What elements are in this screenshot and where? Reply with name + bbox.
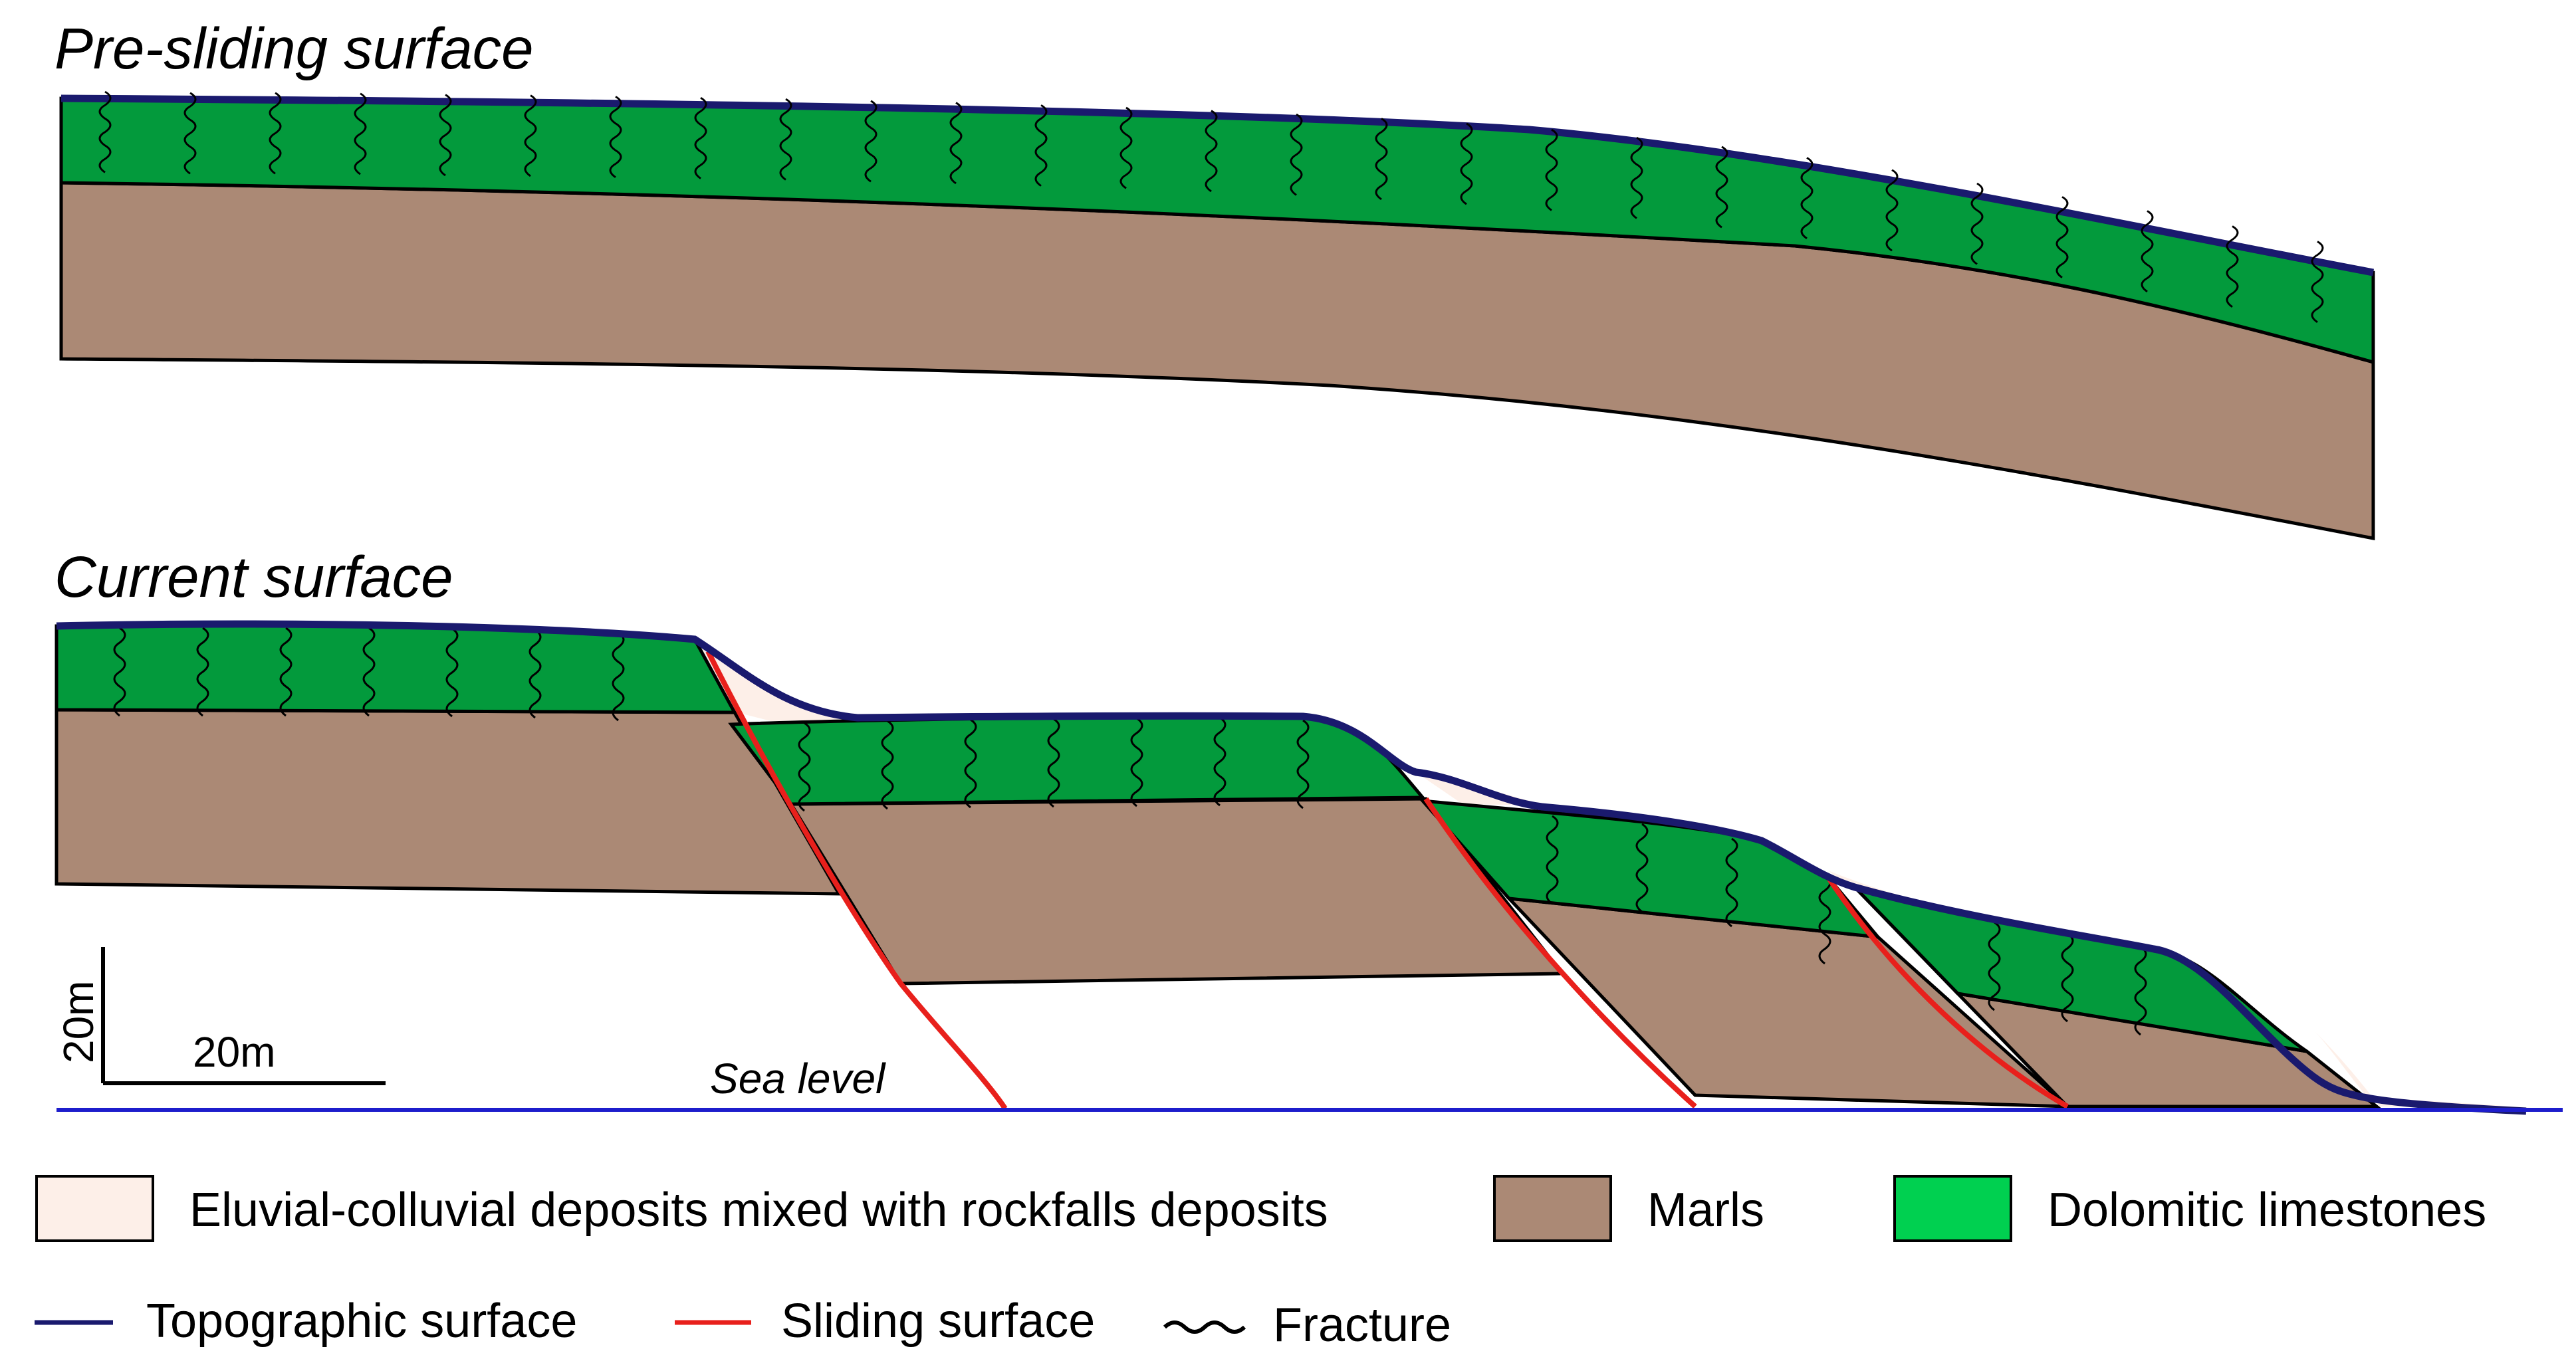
legend-swatch-eluvial [35,1175,154,1242]
sliding-surfaces [705,650,2069,1110]
sliding-surface-1 [705,650,1008,1110]
sea-level-label: Sea level [710,1055,886,1103]
legend-label-topographic: Topographic surface [146,1295,577,1348]
legend-label-eluvial: Eluvial-colluvial deposits mixed with ro… [189,1184,1328,1237]
pre-sliding-section [59,90,2375,541]
legend-fracture-icon [1163,1320,1246,1334]
legend-label-sliding: Sliding surface [781,1295,1095,1348]
topographic-surface-current [56,620,2527,1115]
legend-label-fracture: Fracture [1273,1299,1451,1352]
dolomitic-block-2 [728,714,1427,806]
legend-label-dolomitic: Dolomitic limestones [2048,1184,2486,1237]
topographic-surface-line [60,94,2375,276]
marls-block-1 [55,708,842,896]
legend-swatch-marls [1493,1175,1612,1242]
panel-title-current: Current surface [55,545,453,609]
legend-label-marls: Marls [1647,1184,1764,1237]
current-section: Sea level 20m 20m [55,620,2563,1115]
legend: Eluvial-colluvial deposits mixed with ro… [35,1175,2486,1352]
legend-swatch-dolomitic [1893,1175,2012,1242]
scale-bar: 20m 20m [55,947,386,1085]
sliding-surface-2 [1423,797,1697,1108]
scale-horizontal-label: 20m [193,1028,276,1076]
sliding-surface-3 [1825,875,2069,1109]
scale-vertical-label: 20m [55,981,102,1064]
panel-title-pre-sliding: Pre-sliding surface [55,17,533,81]
